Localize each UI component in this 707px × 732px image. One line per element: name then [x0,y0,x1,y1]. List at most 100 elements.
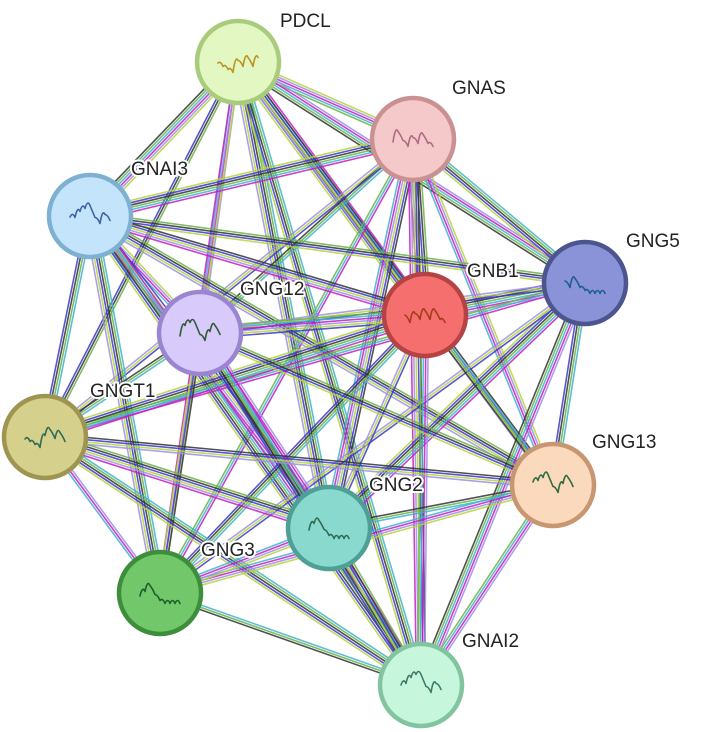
edge-gng3-gnai2 [158,590,423,688]
node-gng3[interactable] [116,549,204,637]
edge-strand [238,61,331,528]
edge-strand [88,216,160,594]
edge-strand [85,216,158,594]
node-circle[interactable] [541,239,629,327]
edge-strand [43,439,329,533]
edge-strand [90,211,586,281]
edge-strand [158,313,425,593]
edge-strand [90,141,414,221]
edge-strand [91,143,415,223]
edge-strand [424,284,590,688]
edge-strand [421,315,427,686]
node-label-gng2: GNG2 [369,475,423,496]
edge-strand [200,331,554,485]
edge-strand [231,62,325,530]
edge-strand [199,333,553,487]
protein-structure-icon [400,670,442,694]
node-circle[interactable] [194,18,282,106]
edge-strand [89,217,425,318]
edge-strand [45,435,330,528]
node-gnb1[interactable] [381,271,469,359]
edge-strand [45,434,423,684]
node-label-gng12: GNG12 [240,279,304,300]
node-label-gng5: GNG5 [626,231,680,252]
edge-strand [326,279,584,527]
edge-strand [160,284,587,596]
edge-strand [89,137,413,216]
node-label-gnas: GNAS [452,78,506,99]
node-gng13[interactable] [509,441,597,529]
edge-strand [161,333,204,594]
edge-strand [88,219,424,321]
node-circle[interactable] [1,393,89,481]
node-circle[interactable] [377,641,465,729]
edge-strand [45,432,554,483]
node-gng2[interactable] [285,484,373,572]
node-gnai2[interactable] [377,641,465,729]
protein-structure-icon [564,276,606,295]
edge-gngt1-gng2 [43,430,331,535]
node-gnas[interactable] [369,95,457,183]
node-label-halo: GNAS [452,78,506,99]
edge-strand [90,214,586,283]
edge-strand [89,216,585,285]
protein-structure-icon [392,129,434,148]
edge-strand [419,314,425,685]
node-label-halo: GNG5 [626,231,680,252]
node-label-gnb1: GNB1 [467,261,519,282]
edge-strand [43,136,413,436]
protein-structure-icon [179,318,221,342]
node-label-pdcl: PDCL [280,11,331,32]
edge-gnai3-gnb1 [88,210,427,321]
edge-strand [89,218,585,288]
node-gnai3[interactable] [46,172,134,260]
edge-strand [332,286,590,533]
edge-strand [42,60,237,437]
edge-strand [232,63,418,687]
node-circle[interactable] [46,172,134,260]
node-gng5[interactable] [541,239,629,327]
edge-gng12-gng3 [156,332,204,594]
edge-gnai3-gnai2 [84,212,427,689]
edge-strand [45,317,427,442]
edge-strand [156,312,424,592]
edge-strand [156,332,199,593]
edge-strand [88,132,412,212]
edge-strand [235,62,420,686]
edge-strand [241,60,427,684]
edge-pdcl-gnai2 [232,60,427,687]
node-label-halo: GNGT1 [90,381,155,402]
protein-structure-icon [532,471,574,494]
edge-strand [240,59,557,484]
node-pdcl[interactable] [194,18,282,106]
edge-strand [422,283,588,687]
edge-strand [47,432,424,682]
edge-gnai3-gng13 [87,211,556,490]
labels-layer: PDCLPDCLGNASGNASGNAI3GNAI3GNG5GNG5GNB1GN… [88,9,682,654]
edge-strand [44,437,553,487]
edge-strand [236,62,329,529]
edge-strand [158,594,421,688]
protein-structure-icon [404,308,446,324]
node-circle[interactable] [381,271,469,359]
node-label-gng13: GNG13 [592,432,656,453]
edge-strand [90,139,414,218]
edge-gnas-gnai3 [88,132,415,223]
edge-gnai3-gng5 [89,211,586,288]
edge-strand [44,138,414,438]
edge-strand [159,332,201,594]
edge-strand [83,216,156,595]
edge-strand [409,139,420,686]
protein-structure-icon [24,426,66,449]
node-circle[interactable] [116,549,204,637]
edge-strand [45,435,554,485]
edge-strand [89,215,426,316]
node-gng12[interactable] [156,289,244,377]
edge-strand [43,441,328,535]
edge-strand [90,213,426,314]
node-circle[interactable] [369,95,457,183]
node-gngt1[interactable] [1,393,89,481]
node-circle[interactable] [285,484,373,572]
edge-strand [46,430,331,524]
